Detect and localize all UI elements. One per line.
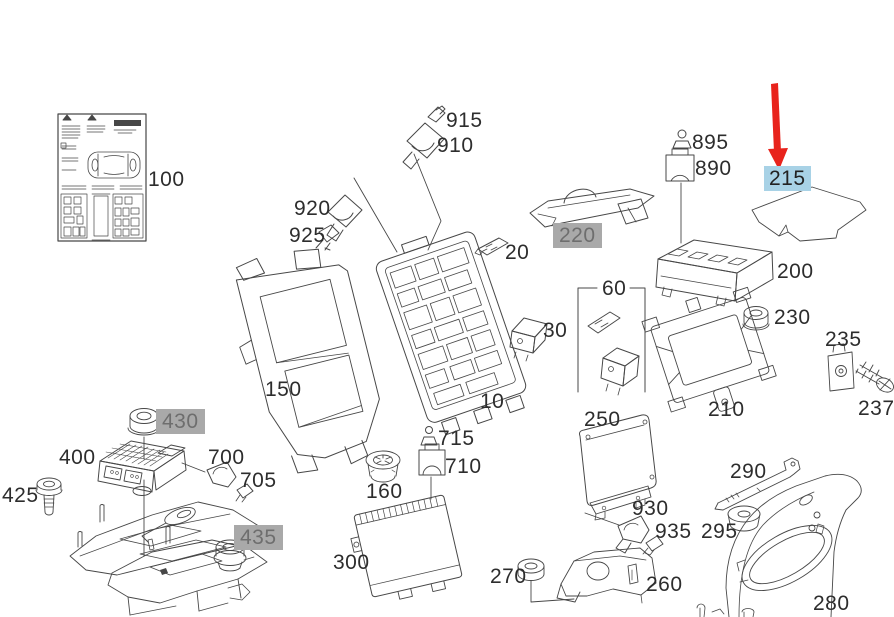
leader-910 xyxy=(413,153,442,251)
part-label-705[interactable]: 705 xyxy=(240,469,277,492)
part-label-260[interactable]: 260 xyxy=(646,573,683,596)
part-label-230[interactable]: 230 xyxy=(774,306,811,329)
part-label-425[interactable]: 425 xyxy=(2,484,39,507)
part-label-400[interactable]: 400 xyxy=(59,446,96,469)
part-915-drawing xyxy=(427,105,446,123)
part-10-fusebox-drawing xyxy=(375,231,527,436)
part-label-235[interactable]: 235 xyxy=(825,328,862,351)
part-label-160[interactable]: 160 xyxy=(366,480,403,503)
part-235-clip-drawing xyxy=(827,343,855,392)
part-160-grommet-drawing xyxy=(365,450,401,483)
part-label-935[interactable]: 935 xyxy=(655,520,692,543)
part-label-700[interactable]: 700 xyxy=(208,446,245,469)
part-215-cover-drawing xyxy=(751,186,867,242)
part-300-module-drawing xyxy=(350,494,463,600)
part-20-fuse-drawing xyxy=(474,237,509,256)
part-200-module-drawing xyxy=(655,239,774,307)
base-plate-drawing xyxy=(69,501,268,616)
part-220-bracket-drawing xyxy=(529,188,655,228)
part-label-430[interactable]: 430 xyxy=(156,409,205,434)
part-label-210[interactable]: 210 xyxy=(708,398,745,421)
part-30-relay-drawing xyxy=(509,317,548,362)
part-290-strap-drawing xyxy=(714,457,801,511)
part-label-295[interactable]: 295 xyxy=(701,520,738,543)
part-label-915[interactable]: 915 xyxy=(446,109,483,132)
part-label-10[interactable]: 10 xyxy=(480,390,505,413)
part-895-pin-drawing xyxy=(672,129,692,149)
part-400-module-drawing xyxy=(97,440,187,496)
part-920-drawing xyxy=(326,194,363,242)
leader-700 xyxy=(181,462,206,473)
part-label-920[interactable]: 920 xyxy=(294,197,331,220)
part-label-150[interactable]: 150 xyxy=(265,378,302,401)
part-label-925[interactable]: 925 xyxy=(289,224,326,247)
part-150-bracket-drawing xyxy=(235,248,380,474)
part-label-220[interactable]: 220 xyxy=(553,223,602,248)
selection-arrow xyxy=(768,83,788,170)
leader-270 xyxy=(530,580,575,603)
part-260-bracket-drawing xyxy=(556,547,657,604)
part-425-bolt-drawing xyxy=(35,477,63,516)
part-715-pin-drawing xyxy=(420,426,438,446)
group-60-bracket-drawing xyxy=(577,287,646,396)
part-label-60[interactable]: 60 xyxy=(602,277,627,300)
part-label-200[interactable]: 200 xyxy=(777,260,814,283)
part-label-890[interactable]: 890 xyxy=(695,157,732,180)
part-label-20[interactable]: 20 xyxy=(505,241,530,264)
part-label-215[interactable]: 215 xyxy=(764,166,811,191)
part-label-250[interactable]: 250 xyxy=(584,408,621,431)
part-label-930[interactable]: 930 xyxy=(632,497,669,520)
part-705-connector-drawing xyxy=(235,483,254,503)
part-label-715[interactable]: 715 xyxy=(438,427,475,450)
part-label-290[interactable]: 290 xyxy=(730,460,767,483)
leader-930 xyxy=(584,512,620,526)
part-100-label-card-drawing xyxy=(57,113,147,242)
part-710-drawing xyxy=(418,443,446,476)
part-label-710[interactable]: 710 xyxy=(445,455,482,478)
part-label-300[interactable]: 300 xyxy=(333,551,370,574)
part-280-panel-drawing xyxy=(696,473,862,617)
part-925-drawing xyxy=(315,224,340,251)
part-890-drawing xyxy=(665,148,695,182)
part-label-435[interactable]: 435 xyxy=(234,525,283,550)
part-210-frame-drawing xyxy=(641,286,777,413)
part-910-drawing xyxy=(402,122,445,170)
part-270-nut-drawing xyxy=(517,558,545,581)
part-label-895[interactable]: 895 xyxy=(692,131,729,154)
part-700-sensor-drawing xyxy=(206,461,237,488)
part-label-280[interactable]: 280 xyxy=(813,592,850,615)
leader-920 xyxy=(353,177,398,253)
part-930-sensor-drawing xyxy=(615,515,650,554)
part-295-grommet-drawing xyxy=(727,505,761,532)
part-237-screw-drawing xyxy=(855,361,894,393)
part-label-100[interactable]: 100 xyxy=(148,168,185,191)
part-label-237[interactable]: 237 xyxy=(858,397,894,420)
part-230-nut-drawing xyxy=(742,306,770,331)
part-label-910[interactable]: 910 xyxy=(437,134,474,157)
part-label-30[interactable]: 30 xyxy=(543,319,568,342)
part-label-270[interactable]: 270 xyxy=(490,565,527,588)
